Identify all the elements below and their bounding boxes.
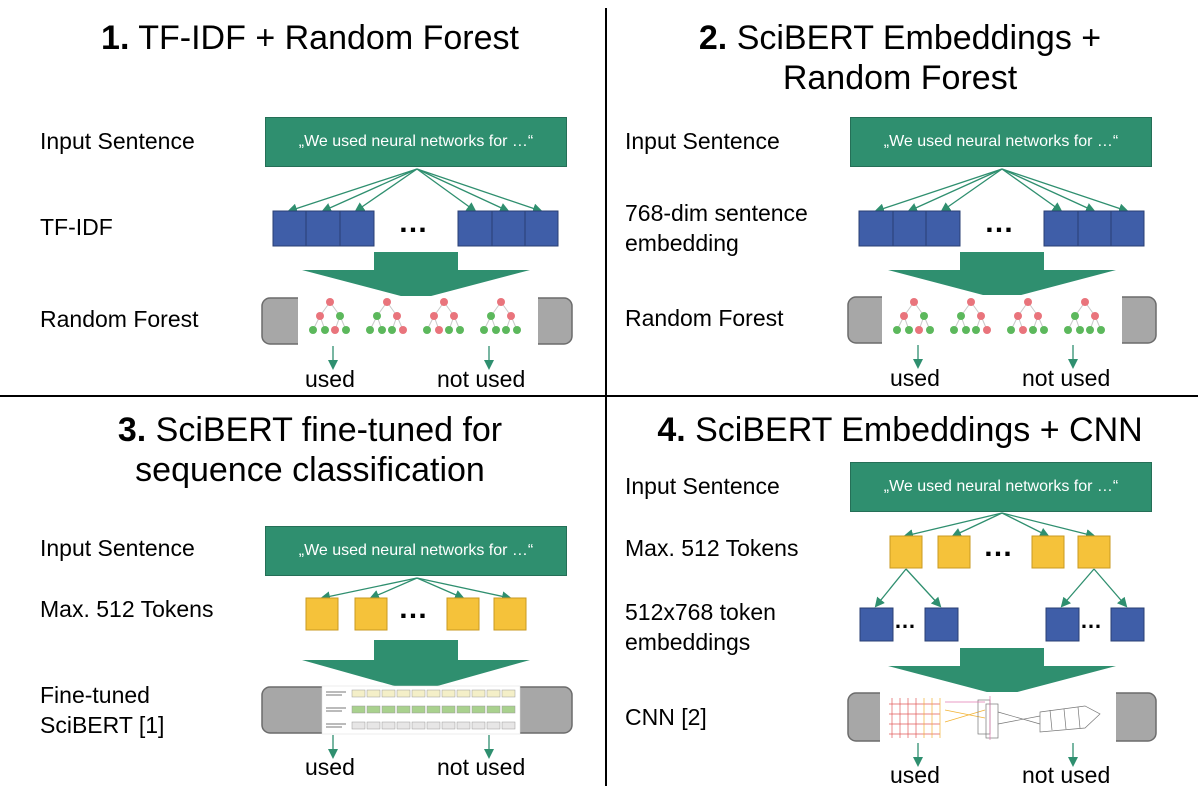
panel-2-step-label-line1: 768-dim sentence xyxy=(625,200,808,226)
panel-1-output-arrows xyxy=(328,346,494,370)
panel-1-title-text: TF-IDF + Random Forest xyxy=(138,19,519,57)
panel-3-input-sentence: „We used neural networks for …“ xyxy=(265,526,567,576)
panel-4-emb-arrows xyxy=(874,568,1128,608)
panel-2-vector-boxes xyxy=(858,210,1145,247)
panel-4-output-not-used: not used xyxy=(1022,762,1111,788)
panel-1-vector-boxes xyxy=(272,210,559,247)
panel-2-model-label: Random Forest xyxy=(625,305,784,331)
panel-2-title: 2. SciBERT Embeddings + Random Forest xyxy=(610,18,1190,98)
panel-2-title-line1: SciBERT Embeddings + xyxy=(736,19,1102,57)
panel-4-model-label: CNN [2] xyxy=(625,704,707,730)
panel-1-graphics xyxy=(261,168,573,370)
panel-2-big-arrow xyxy=(888,252,1116,300)
panel-1-trees xyxy=(309,298,521,334)
panel-2-graphics xyxy=(847,168,1157,369)
panel-4-cnn-drawing xyxy=(889,696,1101,740)
panel-4-title: 4. SciBERT Embeddings + CNN xyxy=(610,410,1190,450)
panel-1-output-used: used xyxy=(305,366,355,392)
panel-3-output-arrows xyxy=(328,735,494,759)
panel-4-emb-ellipsis-right: … xyxy=(1080,608,1102,633)
panel-4-emb-label-line1: 512x768 token xyxy=(625,599,776,625)
panel-1-fan-arrows xyxy=(287,168,543,214)
panel-4-big-arrow xyxy=(888,648,1116,696)
panel-1-title: 1. TF-IDF + Random Forest xyxy=(20,18,600,58)
panel-1-input-sentence: „We used neural networks for …“ xyxy=(265,117,567,167)
panel-3-ellipsis: … xyxy=(398,592,428,625)
panel-3-title-line1: SciBERT fine-tuned for xyxy=(155,411,503,449)
panel-4-graphics xyxy=(847,512,1157,767)
panel-3-title-line2: sequence classification xyxy=(135,451,485,489)
panel-1-big-arrow xyxy=(302,252,530,300)
panel-2-output-not-used: not used xyxy=(1022,365,1111,391)
panel-2-input-sentence: „We used neural networks for …“ xyxy=(850,117,1152,167)
panel-3-token-arrows xyxy=(320,577,512,602)
panel-3-tokens xyxy=(305,597,527,631)
panel-4-input-label: Input Sentence xyxy=(625,473,780,499)
panel-4-token-ellipsis: … xyxy=(983,530,1013,563)
panel-3-output-used: used xyxy=(305,754,355,780)
panel-3-number: 3. xyxy=(117,411,147,449)
panel-3-big-arrow xyxy=(302,640,530,692)
panel-2-input-label: Input Sentence xyxy=(625,128,780,154)
panel-4-number: 4. xyxy=(657,411,686,449)
panel-2-trees xyxy=(893,298,1105,334)
panel-1-ellipsis: … xyxy=(398,206,428,239)
panel-4-emb-label-line2: embeddings xyxy=(625,629,751,655)
panel-3-output-not-used: not used xyxy=(437,754,526,780)
panel-4-tokens xyxy=(889,535,1111,569)
panel-4-emb-ellipsis-left: … xyxy=(894,608,916,633)
panel-1-input-label: Input Sentence xyxy=(40,128,195,154)
panel-4-output-arrows xyxy=(913,743,1078,767)
panel-3-model-label-line1: Fine-tuned xyxy=(40,682,150,708)
panel-3-step-label: Max. 512 Tokens xyxy=(40,596,214,622)
panel-1-step-label: TF-IDF xyxy=(40,214,113,240)
panel-4-title-text: SciBERT Embeddings + CNN xyxy=(695,411,1143,449)
panel-2-output-used: used xyxy=(890,365,940,391)
panel-1-number: 1. xyxy=(101,19,130,57)
panel-1-model-label: Random Forest xyxy=(40,306,199,332)
panel-2-number: 2. xyxy=(698,19,728,57)
panel-2-ellipsis: … xyxy=(984,206,1014,239)
panel-3-model-label-line2: SciBERT [1] xyxy=(40,712,165,738)
panel-4-step-label: Max. 512 Tokens xyxy=(625,535,799,561)
panel-2-output-arrows xyxy=(913,345,1078,369)
panel-4-input-sentence: „We used neural networks for …“ xyxy=(850,462,1152,512)
panel-4-embedding-boxes xyxy=(859,607,1145,642)
panel-3-input-label: Input Sentence xyxy=(40,535,195,561)
panel-1-output-not-used: not used xyxy=(437,366,526,392)
panel-3-title: 3. SciBERT fine-tuned for sequence class… xyxy=(20,410,600,490)
panel-3-graphics xyxy=(261,577,573,759)
panel-4-token-arrows xyxy=(903,512,1096,540)
panel-4-output-used: used xyxy=(890,762,940,788)
panel-2-title-line2: Random Forest xyxy=(782,59,1018,97)
panel-2-fan-arrows xyxy=(874,168,1129,214)
panel-2-step-label-line2: embedding xyxy=(625,230,739,256)
panel-3-bert-rows xyxy=(326,689,516,730)
